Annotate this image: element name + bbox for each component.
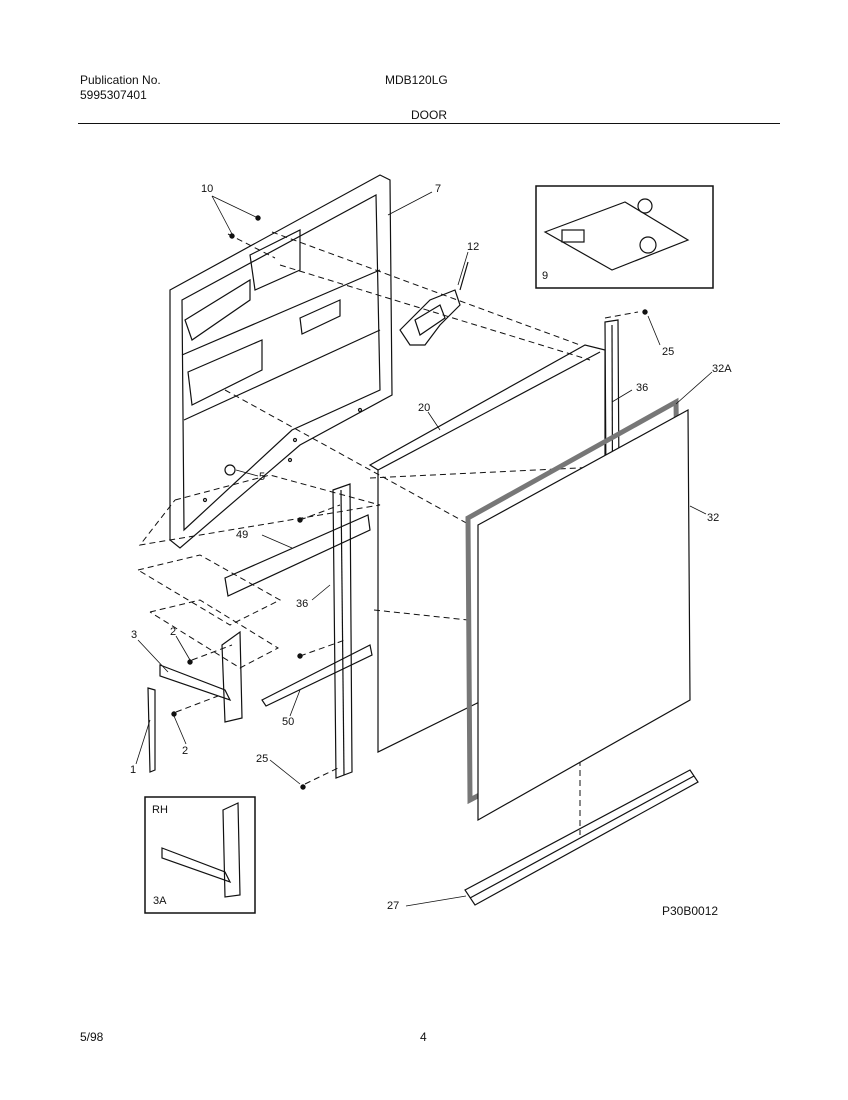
inset-part-label: 3A <box>153 895 167 907</box>
screws <box>171 215 648 790</box>
callout-25b: 25 <box>256 753 268 765</box>
bottom-rail <box>464 769 699 906</box>
inset-box-dispenser <box>535 185 714 289</box>
strip-49 <box>224 514 371 597</box>
callout-labels: 10 7 12 9 25 32A 36 20 5 32 49 36 3 2 2 … <box>130 183 732 918</box>
publication-number: 5995307401 <box>80 88 147 102</box>
side-trim-left <box>332 483 353 779</box>
detergent-dispenser <box>543 198 690 271</box>
rh-hinge-detail <box>161 802 241 898</box>
hinge-assembly <box>147 630 243 773</box>
model-number: MDB120LG <box>385 73 448 87</box>
strip-50 <box>261 644 373 707</box>
outer-door-panel <box>477 408 691 822</box>
header-rule <box>78 123 780 124</box>
footer-date: 5/98 <box>80 1030 104 1044</box>
callout-36b: 36 <box>296 598 308 610</box>
page-number: 4 <box>420 1030 427 1044</box>
callout-20: 20 <box>418 402 430 414</box>
diagram-code: P30B0012 <box>662 904 718 918</box>
inset-box-rh-hinge <box>144 796 256 914</box>
door-latch <box>399 261 469 346</box>
callout-7: 7 <box>435 183 441 195</box>
callout-50: 50 <box>282 716 294 728</box>
callout-2a: 2 <box>170 626 176 638</box>
callout-25a: 25 <box>662 346 674 358</box>
callout-3: 3 <box>131 629 137 641</box>
inset-side-label: RH <box>152 804 168 816</box>
callout-9: 9 <box>542 270 548 282</box>
callout-1: 1 <box>130 764 136 776</box>
section-title: DOOR <box>411 108 447 122</box>
callout-10: 10 <box>201 183 213 195</box>
outer-door-frame <box>169 174 393 549</box>
callout-32: 32 <box>707 512 719 524</box>
callout-27: 27 <box>387 900 399 912</box>
callout-32a: 32A <box>712 363 732 375</box>
publication-label: Publication No. <box>80 73 161 87</box>
callout-36a: 36 <box>636 382 648 394</box>
callout-49: 49 <box>236 529 248 541</box>
callout-2b: 2 <box>182 745 188 757</box>
callout-12: 12 <box>467 241 479 253</box>
leader-lines <box>135 191 713 907</box>
callout-5: 5 <box>259 471 265 483</box>
